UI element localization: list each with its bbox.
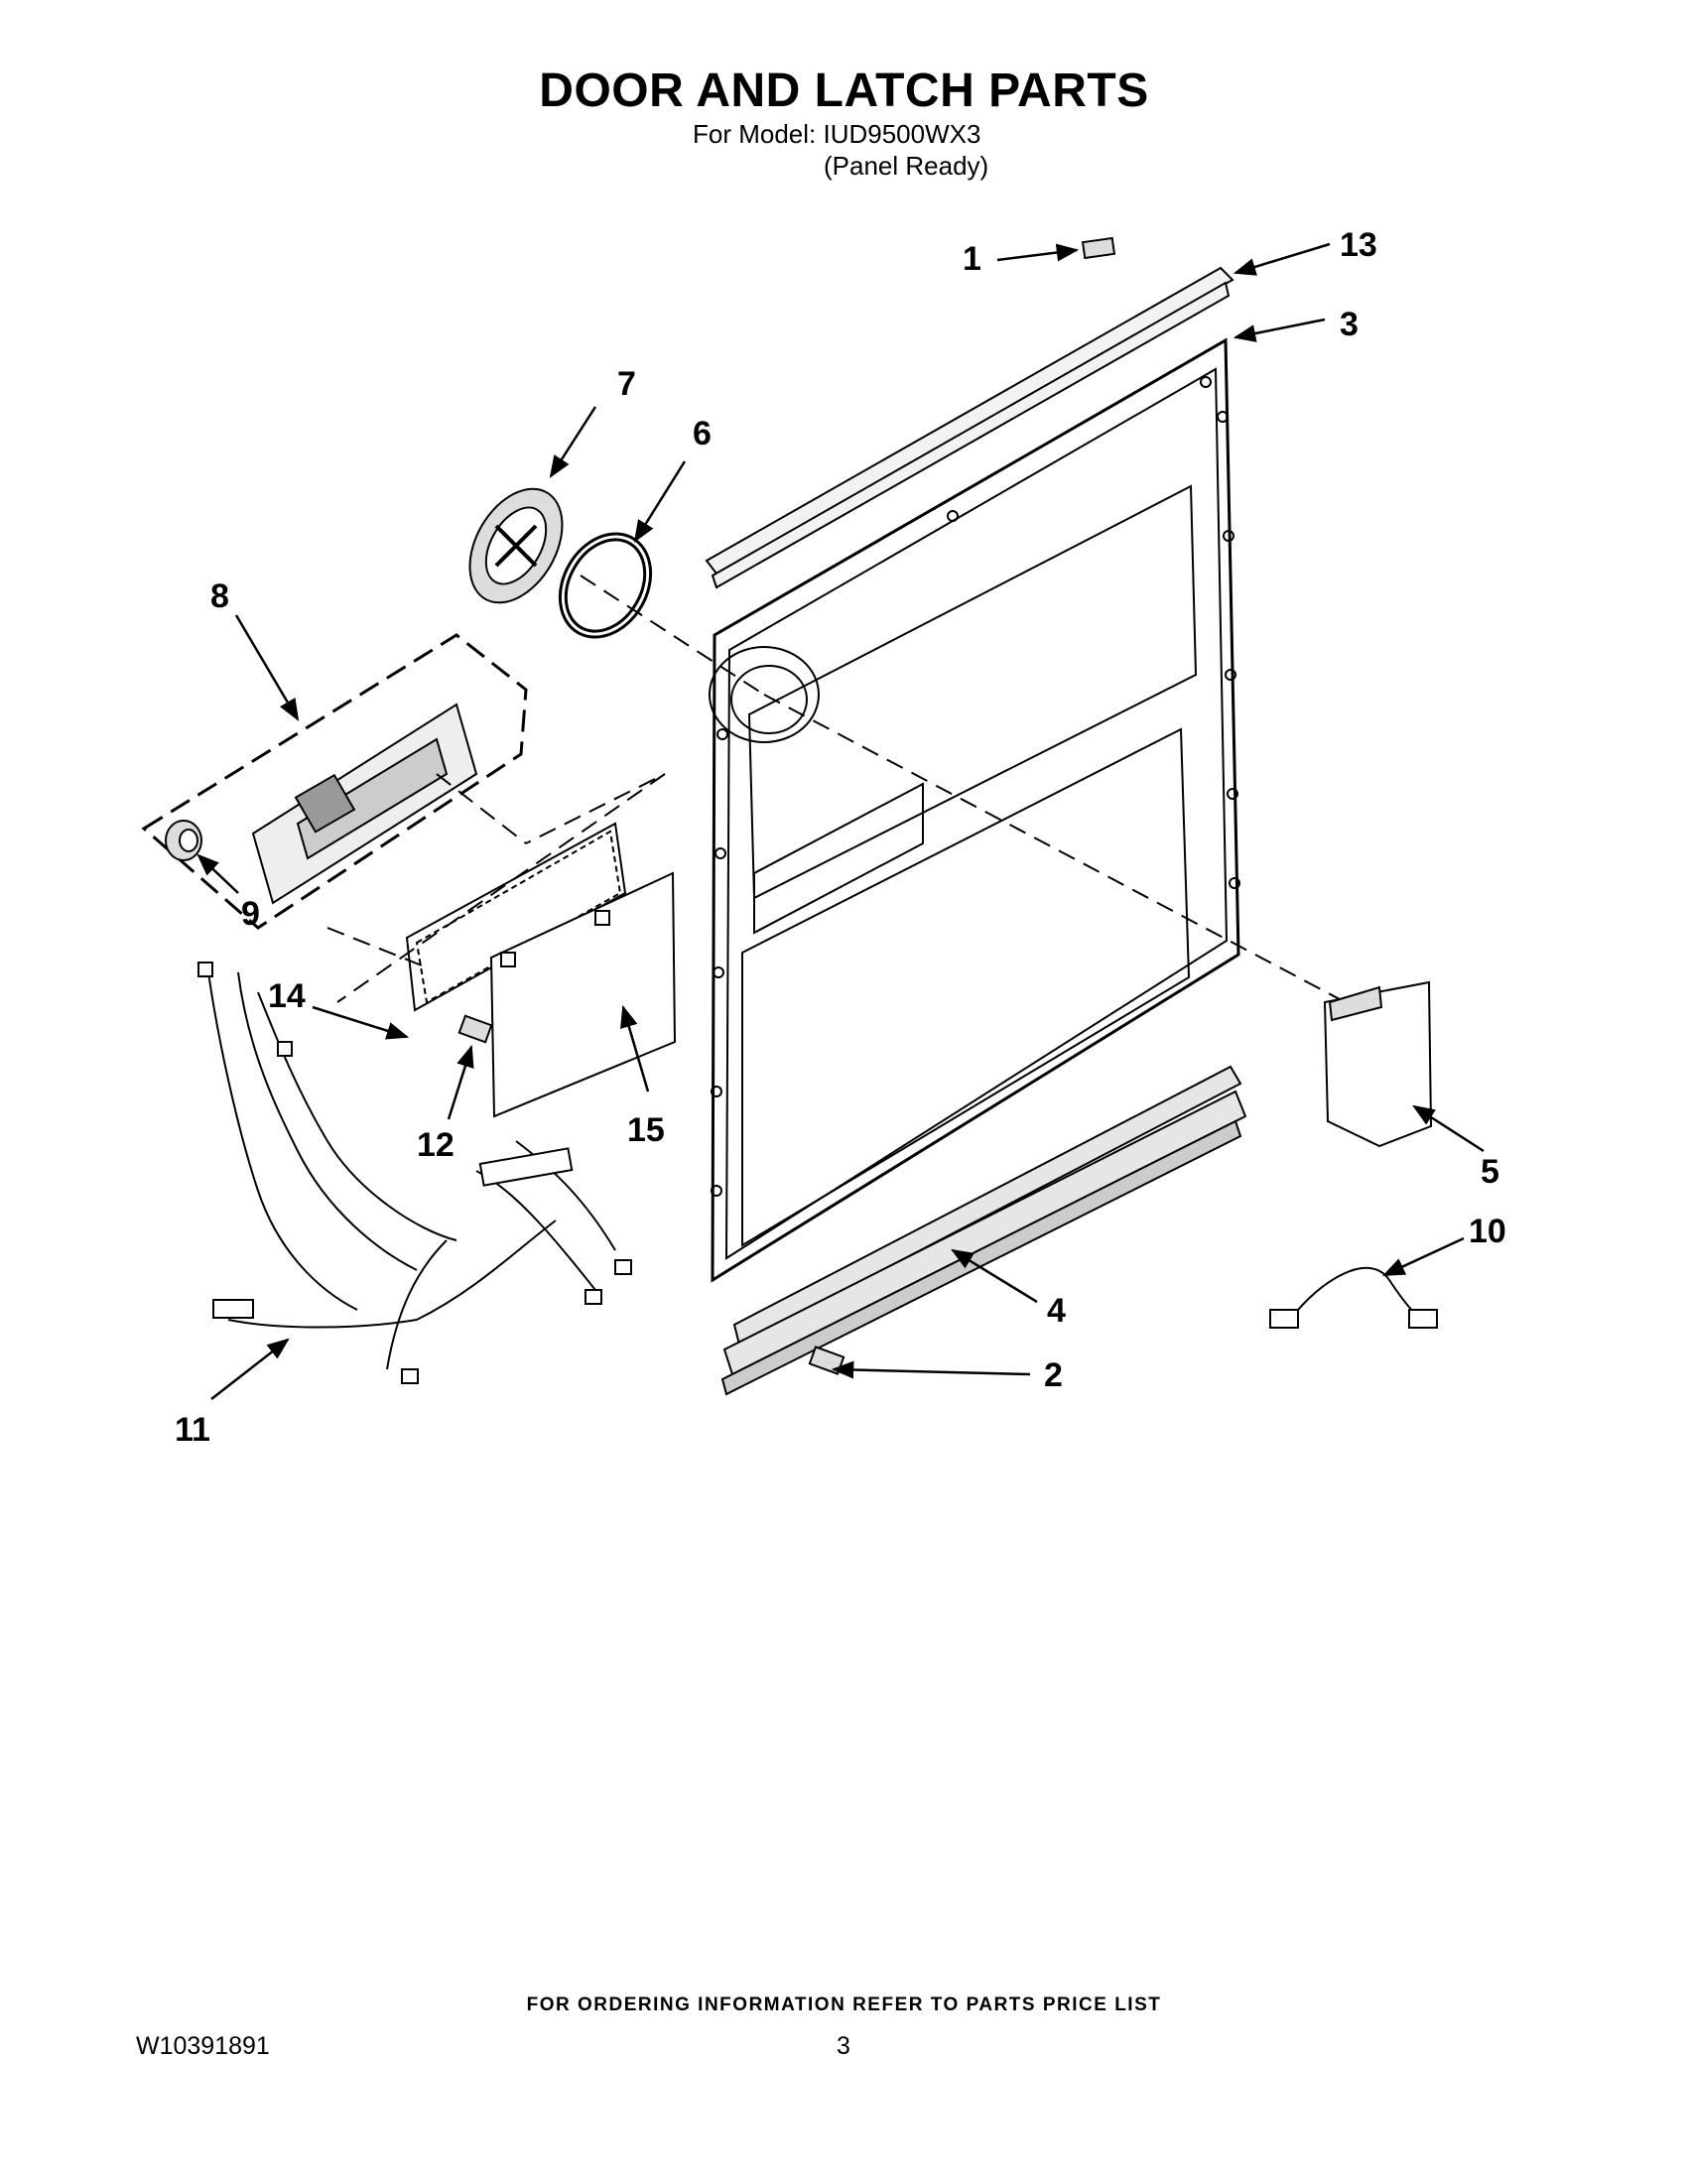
inner-door-panel [709, 337, 1240, 1283]
callout-14: 14 [268, 977, 306, 1015]
bottom-vent-strip [720, 1065, 1247, 1396]
model-line: For Model: IUD9500WX3 [693, 119, 981, 149]
callout-6: 6 [693, 415, 712, 452]
control-board [489, 871, 677, 1118]
callout-9: 9 [241, 895, 260, 933]
knob [165, 820, 202, 861]
variant-line: (Panel Ready) [824, 151, 989, 181]
callout-2: 2 [1044, 1356, 1063, 1394]
callout-11: 11 [175, 1411, 210, 1449]
callout-13: 13 [1340, 226, 1377, 264]
page-number: 3 [837, 2032, 850, 2060]
callout-5: 5 [1481, 1153, 1499, 1191]
side-bracket [1323, 980, 1433, 1148]
screw-part-1 [1081, 236, 1116, 260]
callout-labels: 1 2 3 4 5 6 7 8 9 10 11 12 13 14 15 [175, 226, 1506, 1449]
callout-arrows [196, 242, 1485, 1400]
callout-10: 10 [1469, 1213, 1506, 1250]
vent-ring [468, 487, 564, 604]
document-number: W10391891 [136, 2032, 270, 2060]
small-wire-harness [1269, 1266, 1438, 1329]
page-title: DOOR AND LATCH PARTS [539, 64, 1149, 117]
callout-1: 1 [963, 240, 981, 278]
top-trim-strip [705, 266, 1234, 589]
vent-gasket [558, 532, 653, 639]
main-wire-harness [197, 962, 632, 1384]
screw-part-12 [457, 1014, 493, 1044]
callout-7: 7 [617, 365, 636, 403]
latch-assembly [251, 703, 478, 905]
callout-8: 8 [210, 578, 229, 615]
callout-4: 4 [1047, 1292, 1066, 1330]
callout-15: 15 [627, 1111, 665, 1149]
ordering-note: FOR ORDERING INFORMATION REFER TO PARTS … [526, 1994, 1162, 2015]
callout-12: 12 [417, 1126, 454, 1164]
dashed-leader-lines [326, 575, 1356, 1008]
latch-dashed-box [141, 633, 528, 930]
callout-3: 3 [1340, 306, 1359, 343]
control-board-gasket [405, 822, 627, 1012]
